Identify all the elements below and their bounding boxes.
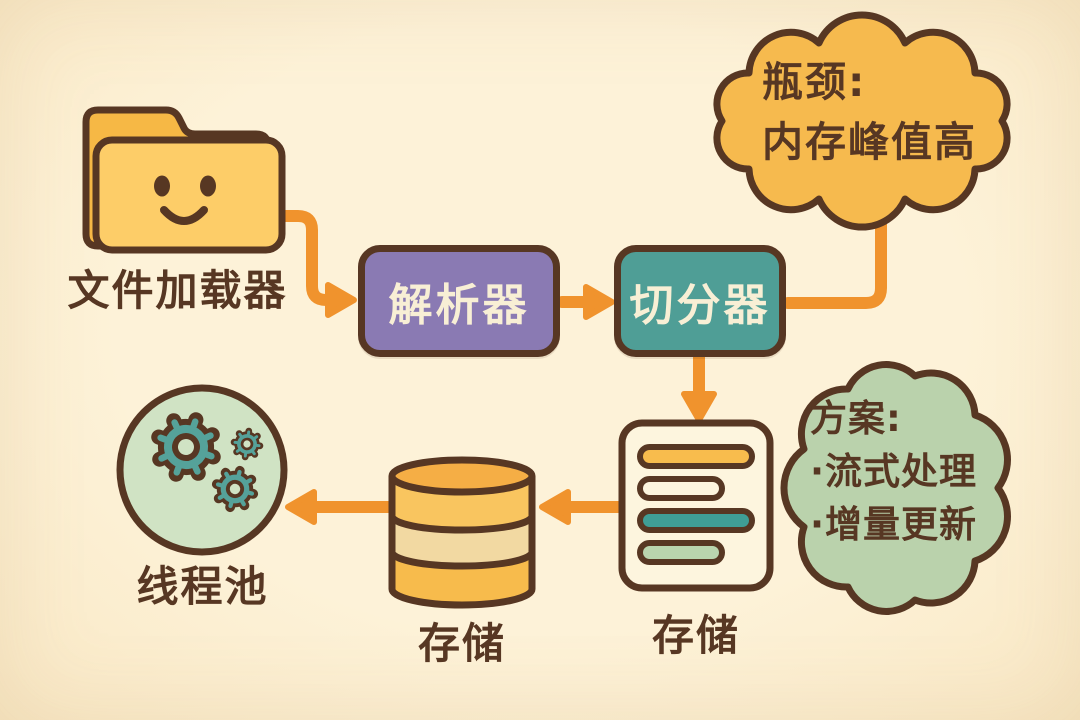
bottleneck-detail: 内存峰值高 [762, 118, 977, 166]
folder-icon [82, 106, 286, 254]
solution-cloud [780, 361, 1011, 615]
folder-front-panel [92, 136, 286, 254]
splitter-node: 切分器 [614, 245, 786, 357]
bottleneck-title: 瓶颈: [762, 58, 867, 106]
gear-icon-small [232, 429, 261, 458]
solution-item-streaming: ·流式处理 [810, 450, 978, 493]
bottleneck-callout-text: 瓶颈: 内存峰值高 [762, 52, 977, 172]
chunk-bar-cream [637, 476, 725, 501]
splitter-label: 切分器 [629, 280, 771, 331]
bottleneck-cloud [713, 11, 1011, 231]
arrow-parser-to-splitter [556, 284, 615, 320]
parser-label: 解析器 [388, 280, 530, 331]
bottleneck-cloud-shape [713, 11, 1011, 231]
database-outline [388, 476, 536, 609]
folder-smiley-face [154, 175, 216, 225]
arrow-db-to-threadpool [285, 489, 396, 525]
chunk-bar-orange [637, 444, 755, 469]
thread-pool-icon [116, 384, 288, 556]
solution-item-incremental: ·增量更新 [810, 503, 978, 546]
database-separator-2 [388, 551, 536, 570]
chunk-bar-green [637, 540, 725, 565]
thread-pool-label: 线程池 [136, 562, 269, 611]
parser-node: 解析器 [358, 245, 560, 357]
arrow-loader-to-parser [274, 210, 357, 318]
arrow-splitter-to-chunks [681, 350, 717, 423]
chunk-store-label: 存储 [651, 611, 740, 660]
chunk-document-icon [618, 419, 774, 592]
folder-eye-right [200, 175, 216, 197]
database-icon [388, 456, 536, 609]
file-loader-label: 文件加载器 [67, 266, 288, 315]
database-separator-1 [388, 515, 536, 534]
db-store-label: 存储 [417, 619, 506, 668]
connector-splitter-to-bottleneck [782, 214, 887, 309]
solution-cloud-shape [780, 361, 1011, 615]
chunk-bar-teal [637, 508, 755, 533]
folder-smile [160, 206, 208, 225]
arrow-chunks-to-db [539, 489, 626, 525]
database-top [388, 456, 536, 496]
solution-callout-text: 方案: ·流式处理 ·增量更新 [810, 392, 977, 551]
folder-eye-left [154, 175, 170, 197]
solution-title: 方案: [810, 397, 902, 440]
